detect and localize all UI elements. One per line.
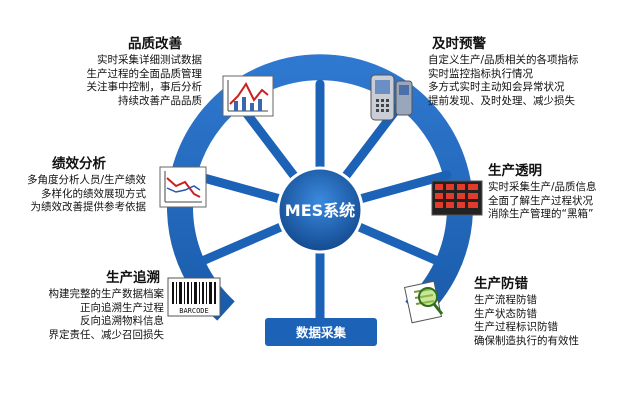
section-transparency-title: 生产透明 — [488, 163, 542, 179]
section-warning-title: 及时预警 — [432, 36, 486, 52]
section-quality-line: 持续改善产品品质 — [118, 94, 202, 107]
section-errorproof-title: 生产防错 — [474, 276, 528, 292]
section-traceability-line: 反向追溯物料信息 — [80, 315, 164, 327]
section-transparency-line: 实时采集生产/品质信息 — [488, 181, 597, 193]
section-performance: 绩效分析 多角度分析人员/生产绩效 多样化的绩效展现方式 为绩效改善提供参考依据 — [27, 156, 146, 215]
section-warning: 及时预警 自定义生产/品质相关的各项指标 实时监控指标执行情况 多方式实时主动知… — [428, 36, 579, 108]
section-errorproof-line: 生产流程防错 — [474, 294, 537, 306]
section-quality-line: 实时采集详细测试数据 — [97, 54, 202, 66]
section-traceability-title: 生产追溯 — [106, 270, 160, 286]
base-box — [265, 318, 377, 346]
section-errorproof-line: 确保制造执行的有效性 — [474, 334, 579, 347]
section-performance-line: 多样化的绩效展现方式 — [41, 187, 146, 200]
center-label: MES系统 — [285, 201, 355, 220]
section-warning-line: 自定义生产/品质相关的各项指标 — [428, 54, 579, 66]
barcode-icon: BARCODE — [167, 277, 221, 317]
section-traceability: 生产追溯 构建完整的生产数据档案 正向追溯生产过程 反向追溯物料信息 界定责任、… — [49, 270, 165, 342]
section-warning-line: 提前发现、及时处理、减少损失 — [428, 94, 575, 107]
section-errorproof-line: 生产过程标识防错 — [474, 321, 558, 333]
section-warning-line: 多方式实时主动知会异常状况 — [428, 81, 565, 93]
section-warning-line: 实时监控指标执行情况 — [428, 67, 533, 80]
section-traceability-line: 正向追溯生产过程 — [80, 301, 164, 314]
wheel-hub — [276, 166, 364, 254]
section-traceability-line: 构建完整的生产数据档案 — [48, 288, 165, 300]
section-performance-title: 绩效分析 — [52, 156, 106, 172]
magnifier-document-icon — [403, 280, 444, 324]
section-errorproof: 生产防错 生产流程防错 生产状态防错 生产过程标识防错 确保制造执行的有效性 — [474, 276, 579, 348]
base-label: 数据采集 — [295, 325, 347, 340]
led-display-icon — [431, 180, 483, 216]
section-transparency: 生产透明 实时采集生产/品质信息 全面了解生产过程状况 消除生产管理的“黑箱” — [488, 163, 597, 222]
section-performance-line: 多角度分析人员/生产绩效 — [26, 174, 146, 186]
performance-chart-icon — [159, 166, 207, 208]
section-errorproof-line: 生产状态防错 — [474, 307, 537, 320]
barcode-text: BARCODE — [179, 307, 209, 315]
wheel-rim — [167, 54, 473, 321]
section-transparency-line: 消除生产管理的“黑箱” — [488, 208, 594, 220]
section-quality-line: 关注事中控制，事后分析 — [86, 81, 203, 93]
section-quality-line: 生产过程的全面品质管理 — [86, 67, 203, 80]
section-transparency-line: 全面了解生产过程状况 — [488, 194, 593, 207]
section-quality-title: 品质改善 — [128, 36, 182, 52]
phone-icon — [370, 74, 413, 121]
section-traceability-line: 界定责任、减少召回损失 — [48, 328, 165, 341]
section-quality: 品质改善 实时采集详细测试数据 生产过程的全面品质管理 关注事中控制，事后分析 … — [87, 36, 203, 108]
quality-chart-icon — [222, 75, 274, 117]
section-performance-line: 为绩效改善提供参考依据 — [30, 201, 147, 213]
